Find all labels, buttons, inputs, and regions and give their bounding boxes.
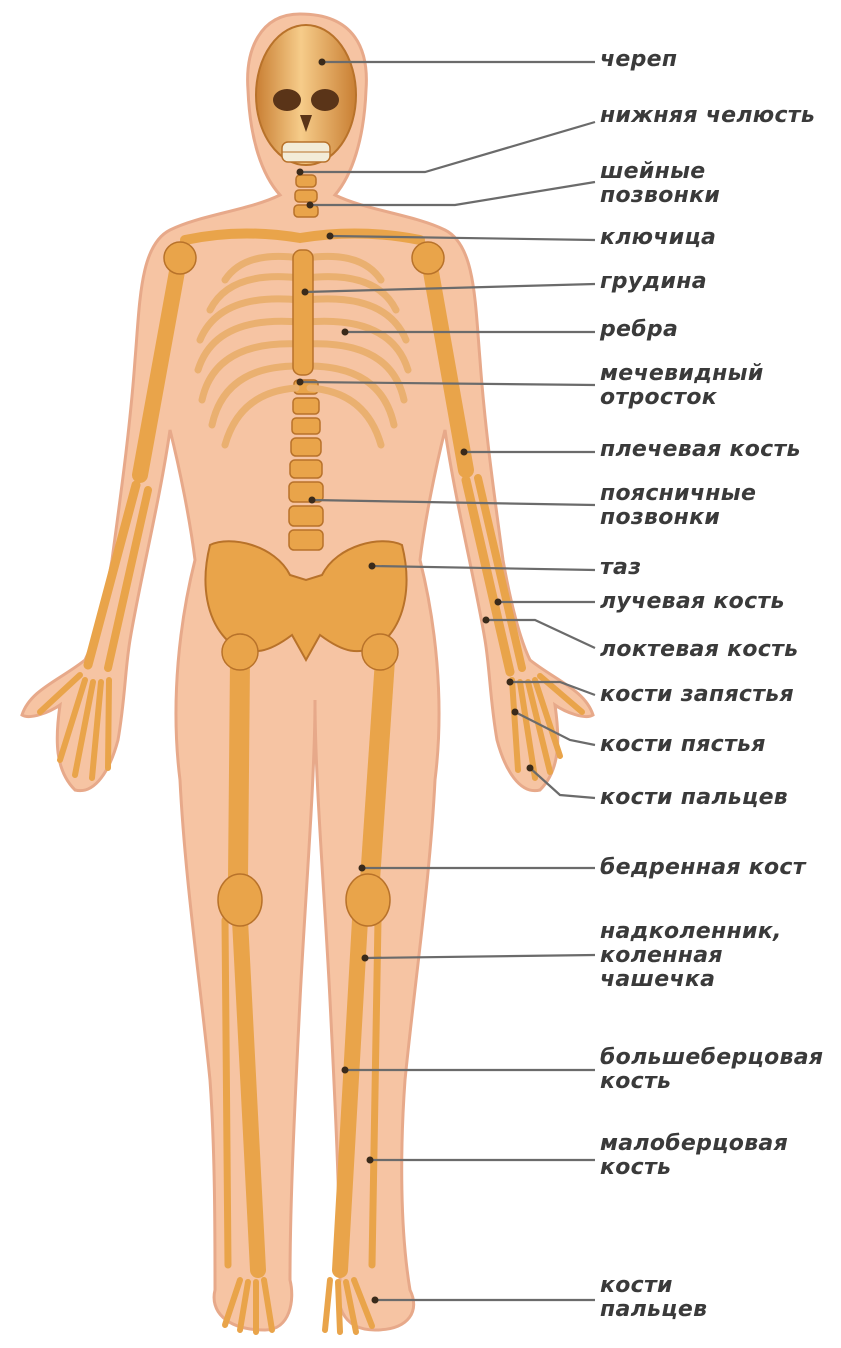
label-skull: череп (600, 48, 677, 72)
label-ribs: ребра (600, 318, 678, 342)
label-patella: надколенник, коленная чашечка (600, 920, 782, 992)
label-humerus: плечевая кость (600, 438, 801, 462)
label-carpals: кости запястья (600, 683, 794, 707)
label-femur: бедренная кост (600, 856, 806, 880)
label-sternum: грудина (600, 270, 707, 294)
skull-shape (256, 25, 356, 165)
label-lumbar: поясничные позвонки (600, 482, 756, 530)
label-xiphoid: мечевидный отросток (600, 362, 764, 410)
label-hand-phalanges: кости пальцев (600, 786, 788, 810)
label-clavicle: ключица (600, 226, 716, 250)
label-pelvis: таз (600, 556, 641, 580)
label-mandible: нижняя челюсть (600, 104, 815, 128)
label-metacarpals: кости пястья (600, 733, 766, 757)
label-radius: лучевая кость (600, 590, 785, 614)
label-cervical: шейные позвонки (600, 160, 720, 208)
label-foot-phalanges: кости пальцев (600, 1274, 707, 1322)
label-tibia: большеберцовая кость (600, 1046, 823, 1094)
label-fibula: малоберцовая кость (600, 1132, 788, 1180)
sternum-shape (293, 250, 313, 375)
label-ulna: локтевая кость (600, 638, 798, 662)
